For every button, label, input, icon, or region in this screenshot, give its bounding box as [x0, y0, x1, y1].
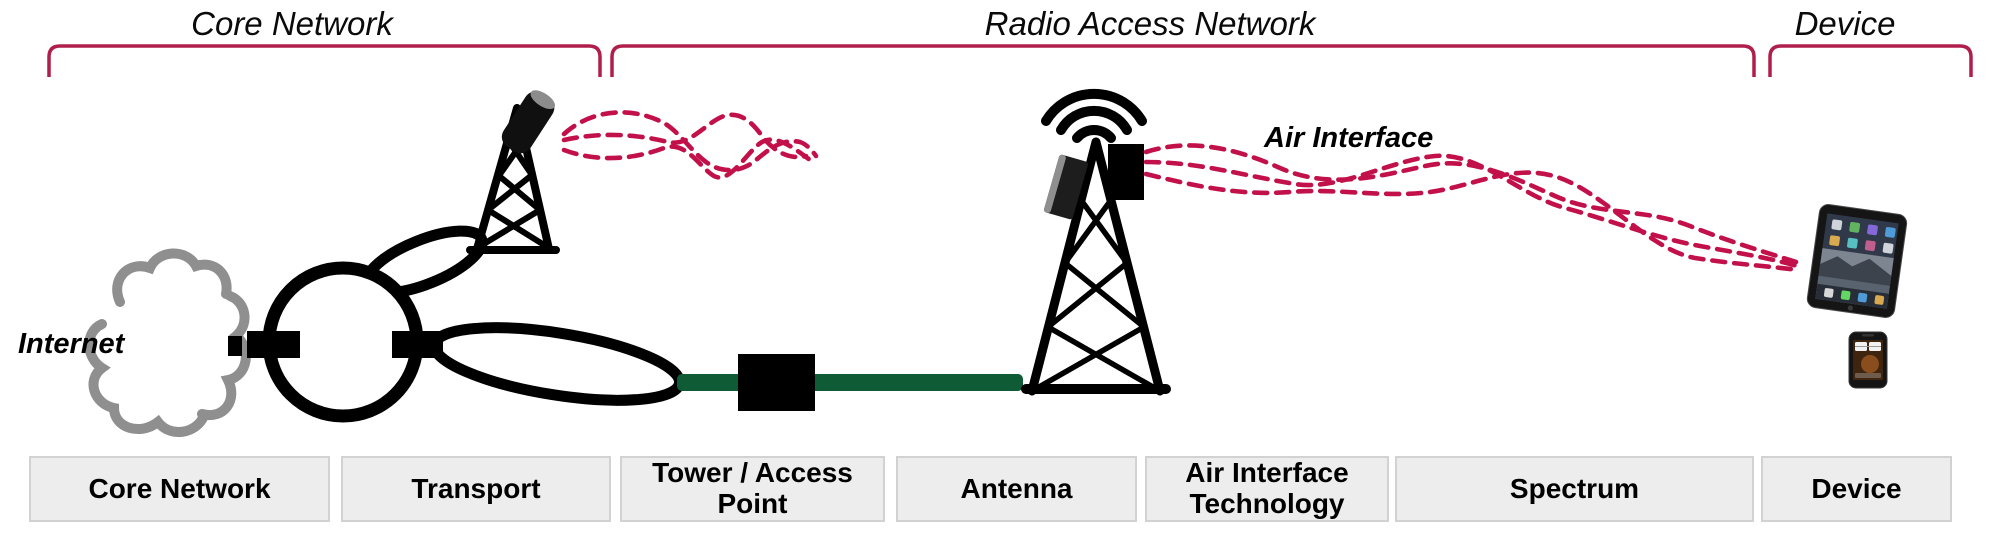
radio-access-network-section-label: Radio Access Network — [984, 5, 1316, 42]
layer-box-antenna: Antenna — [896, 456, 1137, 522]
spectrum-waves-icon — [561, 110, 819, 180]
cell-tower-icon — [1021, 88, 1171, 396]
internet-cloud-icon — [84, 248, 251, 437]
layer-box-transport: Transport — [341, 456, 611, 522]
fiber-link-icon — [677, 354, 1023, 411]
radio-access-network-bracket — [610, 44, 1756, 77]
core-network-section-label: Core Network — [191, 5, 393, 42]
layer-box-label: Air Interface Technology — [1185, 457, 1349, 519]
layer-box-label: Transport — [411, 472, 541, 504]
layer-box-core-network: Core Network — [29, 456, 330, 522]
layer-box-air-interface-technology: Air Interface Technology — [1145, 456, 1389, 522]
core-network-bracket — [47, 44, 602, 77]
layer-box-label: Antenna — [960, 472, 1073, 504]
layer-box-tower-access-point: Tower / Access Point — [620, 456, 885, 522]
layer-box-label: Core Network — [88, 472, 271, 504]
antenna-panel-right — [1108, 144, 1144, 200]
layer-box-device: Device — [1761, 456, 1952, 522]
air-interface-label: Air Interface — [1264, 122, 1434, 154]
layer-box-spectrum: Spectrum — [1395, 456, 1754, 522]
layer-box-label: Spectrum — [1509, 472, 1640, 504]
smartphone-icon — [1848, 331, 1888, 389]
tablet-icon — [1806, 204, 1908, 318]
microwave-tower-icon — [466, 90, 560, 254]
layer-box-label: Tower / Access Point — [652, 457, 853, 519]
core-ring-connectors — [228, 331, 443, 358]
layer-box-label: Device — [1811, 472, 1902, 504]
internet-label: Internet — [18, 328, 125, 360]
transport-loop-lower — [428, 322, 686, 406]
device-bracket — [1768, 44, 1973, 77]
air-interface-waves-icon — [1143, 143, 1801, 273]
antenna-panel-left — [1044, 154, 1088, 220]
device-section-label: Device — [1794, 5, 1896, 42]
